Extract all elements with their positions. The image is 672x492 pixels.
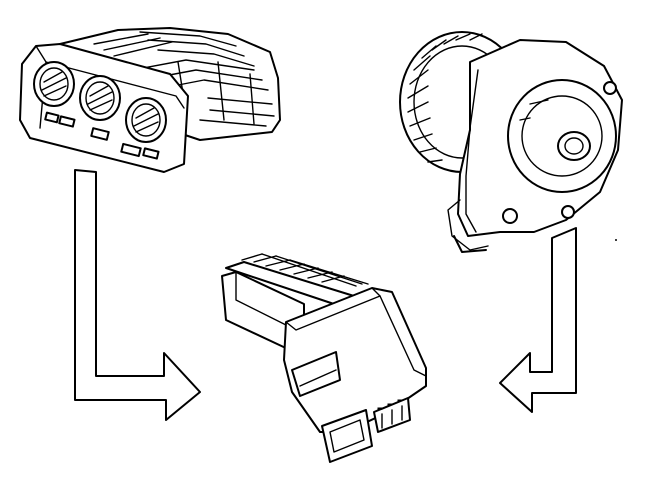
knob-left [33,61,75,107]
connection-arrow-right [499,227,577,413]
knob-middle [79,75,121,121]
blower-fan-motor-icon [399,31,623,253]
print-speck [615,239,617,241]
knob-right [125,97,167,143]
blower-resistor-icon [221,253,427,463]
connection-arrow-left [74,169,201,421]
heater-control-panel-icon [19,27,281,173]
